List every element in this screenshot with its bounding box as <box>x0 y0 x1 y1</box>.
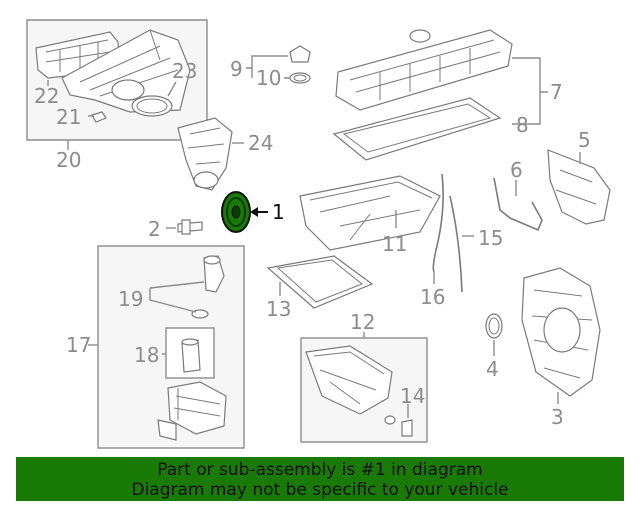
part-2-bolt <box>166 219 203 235</box>
callout-21: 21 <box>56 105 81 129</box>
part-9-10-cap <box>246 45 311 84</box>
banner-line-2: Diagram may not be specific to your vehi… <box>131 480 509 500</box>
part-1-pulley-highlighted <box>221 191 268 233</box>
callout-2: 2 <box>148 217 161 241</box>
callout-4: 4 <box>486 357 499 381</box>
callout-17: 17 <box>66 333 91 357</box>
callout-19: 19 <box>118 287 143 311</box>
parts-diagram: 1 2 3 4 5 6 7 8 9 10 11 12 13 14 15 16 1… <box>26 19 611 449</box>
part-3-4-timing-cover <box>485 267 601 404</box>
part-5-cover <box>547 149 611 225</box>
part-15-16-dipstick <box>432 173 474 293</box>
callout-1: 1 <box>272 200 285 224</box>
callout-7: 7 <box>550 80 563 104</box>
callout-23: 23 <box>172 59 197 83</box>
callout-11: 11 <box>382 232 407 256</box>
callout-labels: 1 2 3 4 5 6 7 8 9 10 11 12 13 14 15 16 1… <box>34 57 591 429</box>
callout-6: 6 <box>510 158 523 182</box>
callout-14: 14 <box>400 384 425 408</box>
callout-3: 3 <box>551 405 564 429</box>
part-13-oil-pan-gasket <box>266 255 374 309</box>
info-banner: Part or sub-assembly is #1 in diagram Di… <box>16 457 624 501</box>
part-6-gasket <box>493 177 543 232</box>
part-24-elbow <box>177 117 244 191</box>
callout-22: 22 <box>34 84 59 108</box>
oil-filter-group <box>88 245 245 449</box>
callout-16: 16 <box>420 285 445 309</box>
callout-13: 13 <box>266 297 291 321</box>
oil-pan-lower-group <box>300 332 428 443</box>
callout-8: 8 <box>516 113 529 137</box>
callout-5: 5 <box>578 128 591 152</box>
callout-20: 20 <box>56 148 81 172</box>
callout-24: 24 <box>248 131 273 155</box>
callout-9: 9 <box>230 57 243 81</box>
part-7-valve-cover <box>335 29 548 125</box>
callout-15: 15 <box>478 226 503 250</box>
banner-line-1: Part or sub-assembly is #1 in diagram <box>157 460 483 480</box>
intake-manifold-group <box>26 19 208 150</box>
part-8-gasket <box>332 97 502 161</box>
part-11-oil-pan-upper <box>299 175 441 251</box>
callout-18: 18 <box>134 343 159 367</box>
callout-12: 12 <box>350 310 375 334</box>
callout-10: 10 <box>256 66 281 90</box>
